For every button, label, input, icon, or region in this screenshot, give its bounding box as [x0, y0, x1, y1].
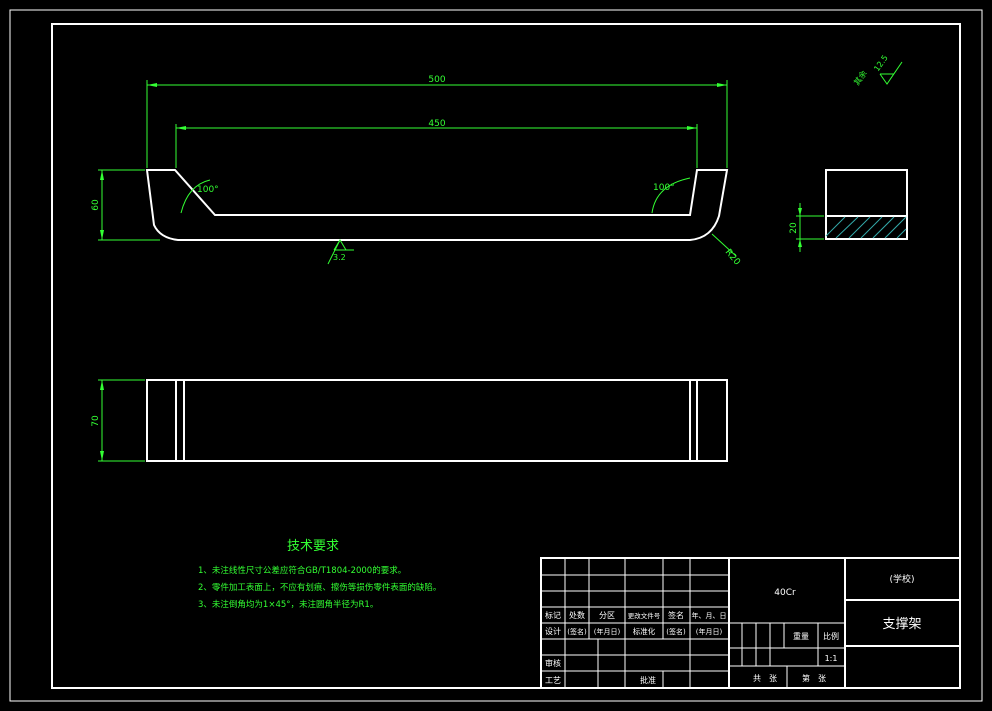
tb-zone: 分区 [599, 611, 615, 620]
dim-70-label: 70 [91, 415, 101, 427]
tb-standard-date: (年月日) [696, 627, 723, 636]
title-block [540, 557, 961, 689]
front-view [145, 169, 729, 241]
tb-date: 年、月、日 [692, 611, 727, 620]
title-block-text: 40Cr (学校) 支撑架 标记 处数 分区 更改文件号 签名 年、月、日 设计… [545, 573, 922, 685]
tb-design-date: (年月日) [594, 627, 621, 636]
school-label: (学校) [889, 573, 914, 585]
front-view-outline [145, 169, 729, 241]
section-hatch [825, 216, 907, 239]
angle-right-label: 100° [653, 183, 675, 193]
material-label: 40Cr [774, 588, 796, 598]
top-view-outline [146, 379, 728, 462]
tb-process: 工艺 [545, 676, 561, 685]
surface-finish-label: 其余 [851, 68, 868, 87]
dim-height: 60 [91, 169, 160, 241]
tb-design: 设计 [545, 626, 561, 636]
dim-20-label: 20 [789, 222, 799, 234]
surface-finish-general: 12.5 其余 [851, 53, 903, 87]
tech-requirements: 技术要求 1、未注线性尺寸公差应符合GB/T1804-2000的要求。 2、零件… [198, 539, 441, 610]
radius-callout: R20 [711, 233, 742, 268]
dim-overall-length: 500 [146, 75, 728, 168]
outer-frame [9, 9, 983, 702]
inner-frame [51, 23, 961, 689]
tb-mark: 标记 [545, 610, 561, 620]
dim-section-height: 20 [789, 203, 824, 252]
tb-change-doc: 更改文件号 [628, 611, 661, 620]
dim-60-label: 60 [91, 199, 101, 211]
tb-sheet-no: 第 张 [802, 673, 826, 683]
dim-450-label: 450 [428, 119, 445, 129]
dim-inner-length: 450 [175, 119, 698, 168]
tb-weight: 重量 [793, 631, 809, 641]
radius-label: R20 [723, 248, 742, 268]
tb-standard-sign: (签名) [666, 627, 686, 636]
tb-sheets-total: 共 张 [753, 674, 777, 683]
dim-width: 70 [91, 379, 145, 462]
tb-sign: 签名 [668, 610, 684, 620]
part-name: 支撑架 [882, 617, 921, 632]
angle-right: 100° [651, 177, 691, 214]
side-view-outline [825, 169, 908, 240]
tb-count: 处数 [569, 610, 585, 620]
tb-standard: 标准化 [633, 626, 656, 636]
tech-title: 技术要求 [287, 539, 339, 554]
dim-500-label: 500 [428, 75, 445, 85]
angle-left-label: 100° [197, 185, 219, 195]
roughness-bottom-label: 3.2 [333, 253, 346, 262]
tech-item-3: 3、未注倒角均为1×45°，未注圆角半径为R1。 [198, 599, 378, 610]
angle-left: 100° [180, 179, 219, 214]
tech-item-1: 1、未注线性尺寸公差应符合GB/T1804-2000的要求。 [198, 565, 406, 576]
surface-finish-value: 12.5 [872, 53, 890, 73]
top-view [146, 379, 728, 462]
tb-approve: 批准 [640, 675, 656, 685]
tb-review: 审核 [545, 658, 561, 668]
tb-scale-value: 1:1 [825, 654, 838, 663]
tech-item-2: 2、零件加工表面上，不应有划痕、擦伤等损伤零件表面的缺陷。 [198, 582, 441, 593]
side-view [825, 169, 908, 240]
tb-scale-label: 比例 [823, 631, 839, 641]
roughness-bottom: 3.2 [327, 239, 354, 265]
tb-design-sign: (签名) [567, 627, 587, 636]
